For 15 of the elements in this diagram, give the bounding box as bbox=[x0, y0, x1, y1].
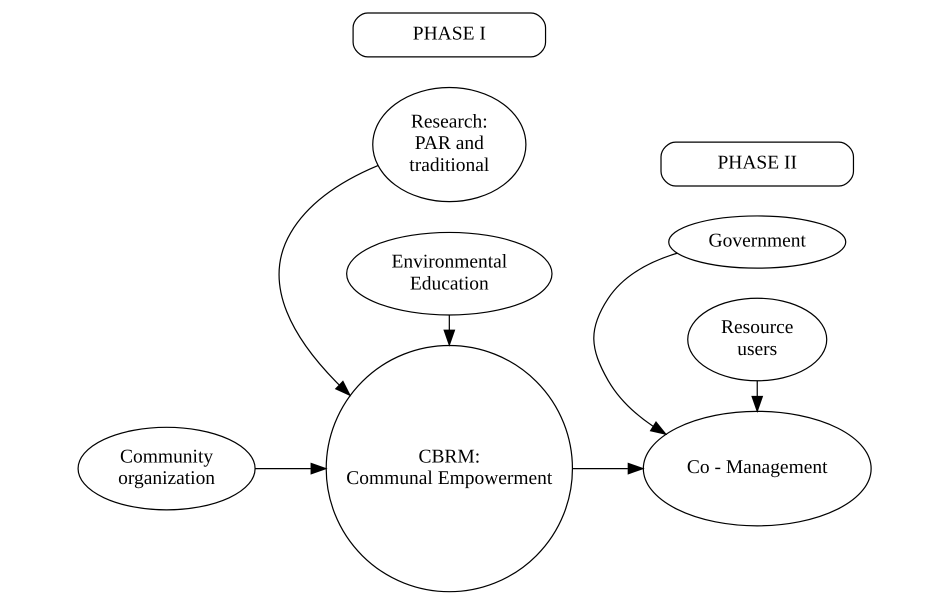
node-ellipse: Resource users bbox=[686, 298, 827, 382]
node-circle: CBRM: Communal Empowerment bbox=[325, 344, 573, 592]
node-box: PHASE I bbox=[352, 12, 546, 58]
node-ellipse: Research: PAR and traditional bbox=[372, 86, 526, 202]
arrow bbox=[278, 165, 378, 397]
node-ellipse: Community organization bbox=[76, 426, 256, 510]
node-ellipse: Environmental Education bbox=[346, 232, 552, 316]
node-ellipse: Government bbox=[668, 215, 846, 269]
arrow bbox=[750, 380, 763, 413]
arrow bbox=[442, 315, 455, 347]
arrow bbox=[254, 462, 328, 475]
arrow bbox=[592, 252, 677, 436]
node-box: PHASE II bbox=[660, 142, 854, 187]
node-ellipse: Co - Management bbox=[642, 410, 872, 526]
arrow bbox=[572, 462, 644, 475]
